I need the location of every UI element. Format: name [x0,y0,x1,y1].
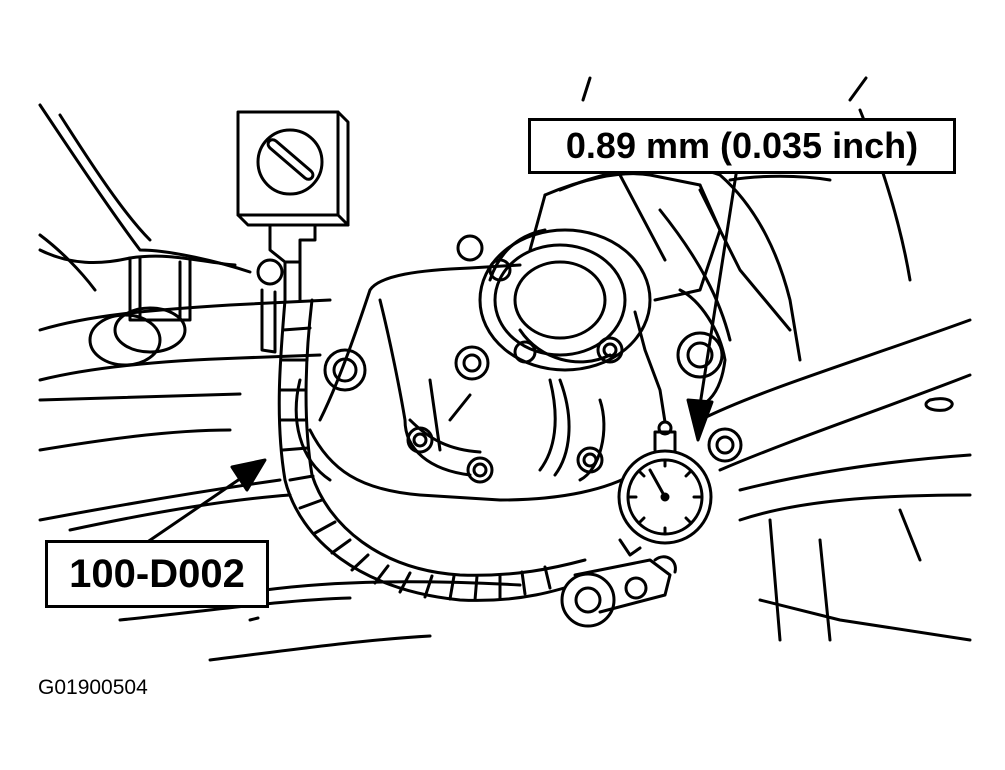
figure-id-label: G01900504 [38,676,148,699]
driveshaft [528,172,722,302]
suspension-bushing [88,256,192,367]
flexible-arm [277,298,592,602]
differential-housing [294,234,642,502]
pinion-flange [478,228,652,372]
base-lock-knob [256,258,284,354]
frame-crossmember [558,108,972,642]
measurement-callout: 0.89 mm (0.035 inch) [528,118,956,174]
dial-indicator-icon [617,310,713,557]
tool-number-callout: 100-D002 [45,540,269,608]
magnetic-base-icon [236,110,350,302]
arm-clamp [560,555,677,628]
leader-arrow-icon [141,166,739,547]
